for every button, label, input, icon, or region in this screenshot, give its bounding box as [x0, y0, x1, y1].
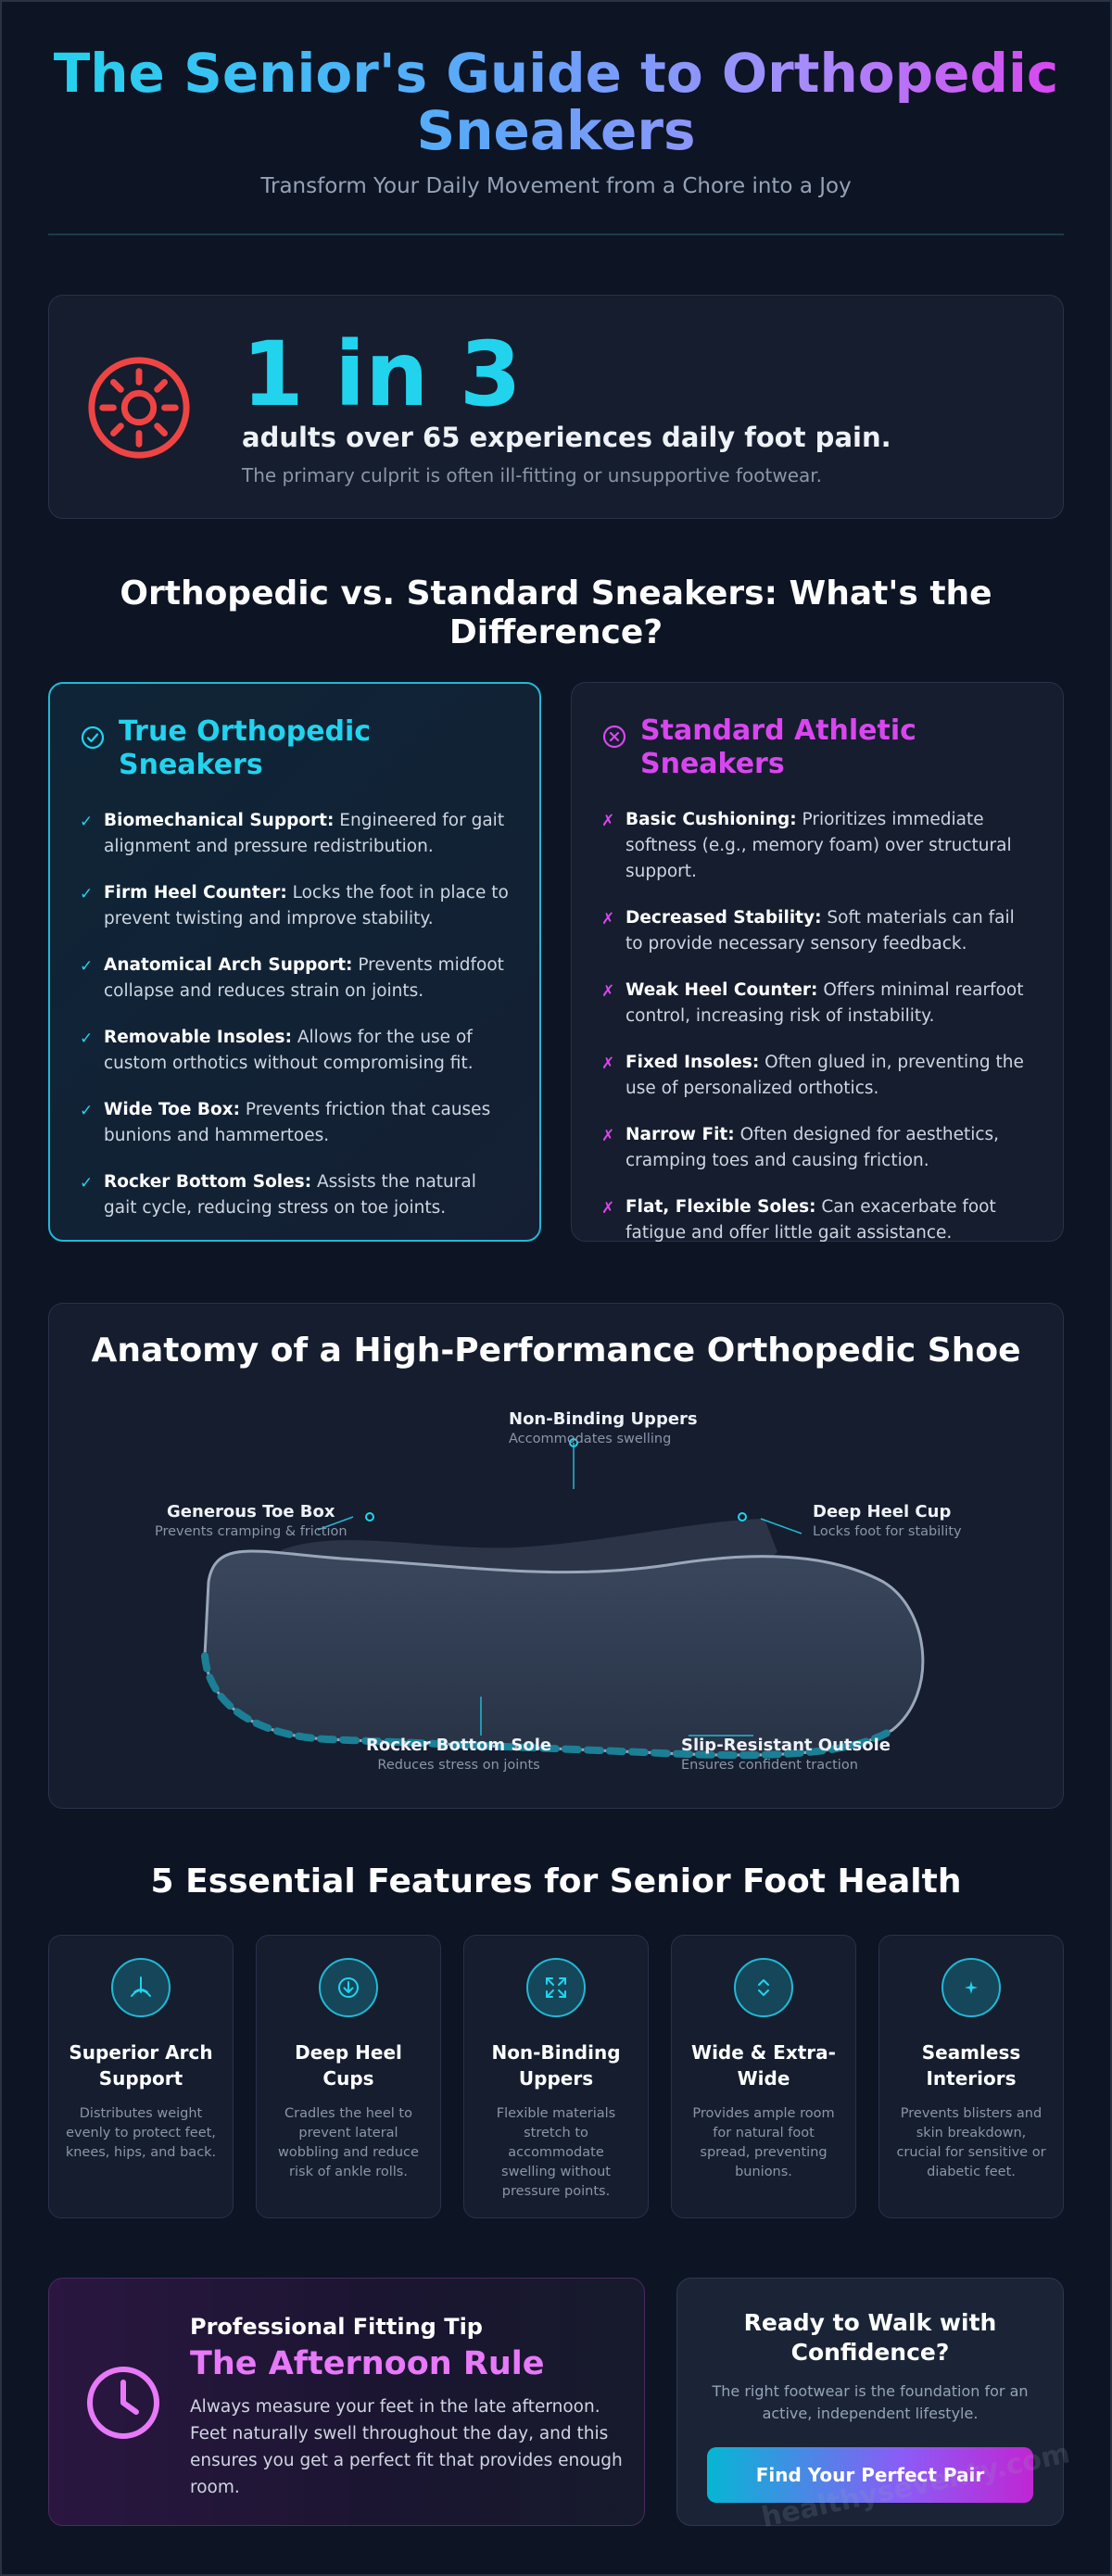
cta-subtext: The right footwear is the foundation for… — [712, 2382, 1029, 2422]
feature-card-uppers: Non-Binding Uppers Flexible materials st… — [463, 1935, 649, 2218]
stat-subtext: The primary culprit is often ill-fitting… — [242, 464, 823, 486]
chevrons-vertical-icon — [734, 1958, 793, 2017]
anatomy-card: Anatomy of a High-Performance Orthopedic… — [48, 1303, 1064, 1809]
check-circle-icon — [81, 726, 105, 750]
shoe-body — [203, 1549, 925, 1757]
x-icon: ✗ — [601, 1199, 615, 1218]
check-icon: ✓ — [80, 1174, 94, 1193]
orthopedic-list: ✓Biomechanical Support: Engineered for g… — [80, 808, 510, 1221]
shoe-outsole — [201, 1652, 896, 1760]
expand-icon — [526, 1958, 586, 2017]
check-icon: ✓ — [80, 957, 94, 976]
list-item: ✓Biomechanical Support: Engineered for g… — [80, 808, 510, 860]
list-item: ✗Narrow Fit: Often designed for aestheti… — [601, 1122, 1033, 1174]
clock-icon — [87, 2367, 159, 2439]
cta-card: Ready to Walk with Confidence? The right… — [676, 2278, 1064, 2526]
target-pain-icon — [88, 357, 190, 459]
feature-card-arch: Superior Arch Support Distributes weight… — [48, 1935, 234, 2218]
callout-rocker: Rocker Bottom Sole Reduces stress on joi… — [366, 1736, 552, 1773]
feature-card-heel: Deep Heel Cups Cradles the heel to preve… — [256, 1935, 441, 2218]
callout-toe-box: Generous Toe Box Prevents cramping & fri… — [155, 1502, 348, 1539]
callout-lines — [317, 1438, 802, 1736]
list-item: ✗Decreased Stability: Soft materials can… — [601, 905, 1033, 957]
list-item: ✗Weak Heel Counter: Offers minimal rearf… — [601, 978, 1033, 1029]
page-subtitle: Transform Your Daily Movement from a Cho… — [260, 174, 852, 198]
callout-heel-cup: Deep Heel Cup Locks foot for stability — [813, 1502, 962, 1539]
check-icon: ✓ — [80, 813, 94, 831]
x-icon: ✗ — [601, 1127, 615, 1145]
x-icon: ✗ — [601, 812, 615, 830]
x-icon: ✗ — [601, 982, 615, 1001]
check-icon: ✓ — [80, 885, 94, 903]
arrow-down-circle-icon — [319, 1958, 378, 2017]
feature-card-wide: Wide & Extra-Wide Provides ample room fo… — [671, 1935, 856, 2218]
check-icon: ✓ — [80, 1102, 94, 1120]
feature-card-seamless: Seamless Interiors Prevents blisters and… — [878, 1935, 1064, 2218]
list-item: ✗Basic Cushioning: Prioritizes immediate… — [601, 807, 1033, 885]
orthopedic-card: True Orthopedic Sneakers ✓Biomechanical … — [48, 682, 541, 1242]
tip-body: Always measure your feet in the late aft… — [190, 2397, 623, 2497]
shoe-diagram — [201, 1438, 925, 1760]
stat-description: adults over 65 experiences daily foot pa… — [242, 422, 891, 453]
x-circle-icon — [602, 725, 626, 749]
anatomy-title: Anatomy of a High-Performance Orthopedic… — [91, 1332, 1021, 1370]
x-icon: ✗ — [601, 910, 615, 928]
page-title: The Senior's Guide to Orthopedic Sneaker… — [48, 44, 1064, 159]
list-item: ✓Anatomical Arch Support: Prevents midfo… — [80, 953, 510, 1004]
standard-list: ✗Basic Cushioning: Prioritizes immediate… — [601, 807, 1033, 1246]
find-pair-button[interactable]: Find Your Perfect Pair — [707, 2447, 1033, 2503]
header: The Senior's Guide to Orthopedic Sneaker… — [48, 44, 1064, 198]
list-item: ✗Flat, Flexible Soles: Can exacerbate fo… — [601, 1194, 1033, 1246]
features-title: 5 Essential Features for Senior Foot Hea… — [150, 1863, 962, 1900]
list-item: ✗Fixed Insoles: Often glued in, preventi… — [601, 1050, 1033, 1102]
cta-title: Ready to Walk with Confidence? — [743, 2309, 997, 2366]
orthopedic-card-title: True Orthopedic Sneakers — [119, 715, 372, 781]
list-item: ✓Removable Insoles: Allows for the use o… — [80, 1025, 510, 1077]
sparkle-icon — [941, 1958, 1001, 2017]
x-icon: ✗ — [601, 1054, 615, 1073]
callout-outsole: Slip-Resistant Outsole Ensures confident… — [681, 1736, 891, 1773]
fitting-tip-card: Professional Fitting Tip The Afternoon R… — [48, 2278, 645, 2526]
standard-card: Standard Athletic Sneakers ✗Basic Cushio… — [571, 682, 1064, 1243]
stat-number: 1 in 3 — [242, 322, 522, 426]
standard-card-title: Standard Athletic Sneakers — [640, 714, 916, 780]
check-icon: ✓ — [80, 1029, 94, 1048]
list-item: ✓Rocker Bottom Soles: Assists the natura… — [80, 1169, 510, 1221]
stat-card: 1 in 3 adults over 65 experiences daily … — [48, 295, 1064, 519]
tip-label: Professional Fitting Tip — [190, 2314, 483, 2340]
list-item: ✓Firm Heel Counter: Locks the foot in pl… — [80, 880, 510, 932]
header-divider — [48, 234, 1064, 235]
comparison-title: Orthopedic vs. Standard Sneakers: What's… — [120, 575, 992, 651]
callout-uppers: Non-Binding Uppers Accommodates swelling — [509, 1409, 698, 1446]
list-item: ✓Wide Toe Box: Prevents friction that ca… — [80, 1097, 510, 1149]
arch-icon — [111, 1958, 171, 2017]
tip-title: The Afternoon Rule — [190, 2345, 545, 2382]
